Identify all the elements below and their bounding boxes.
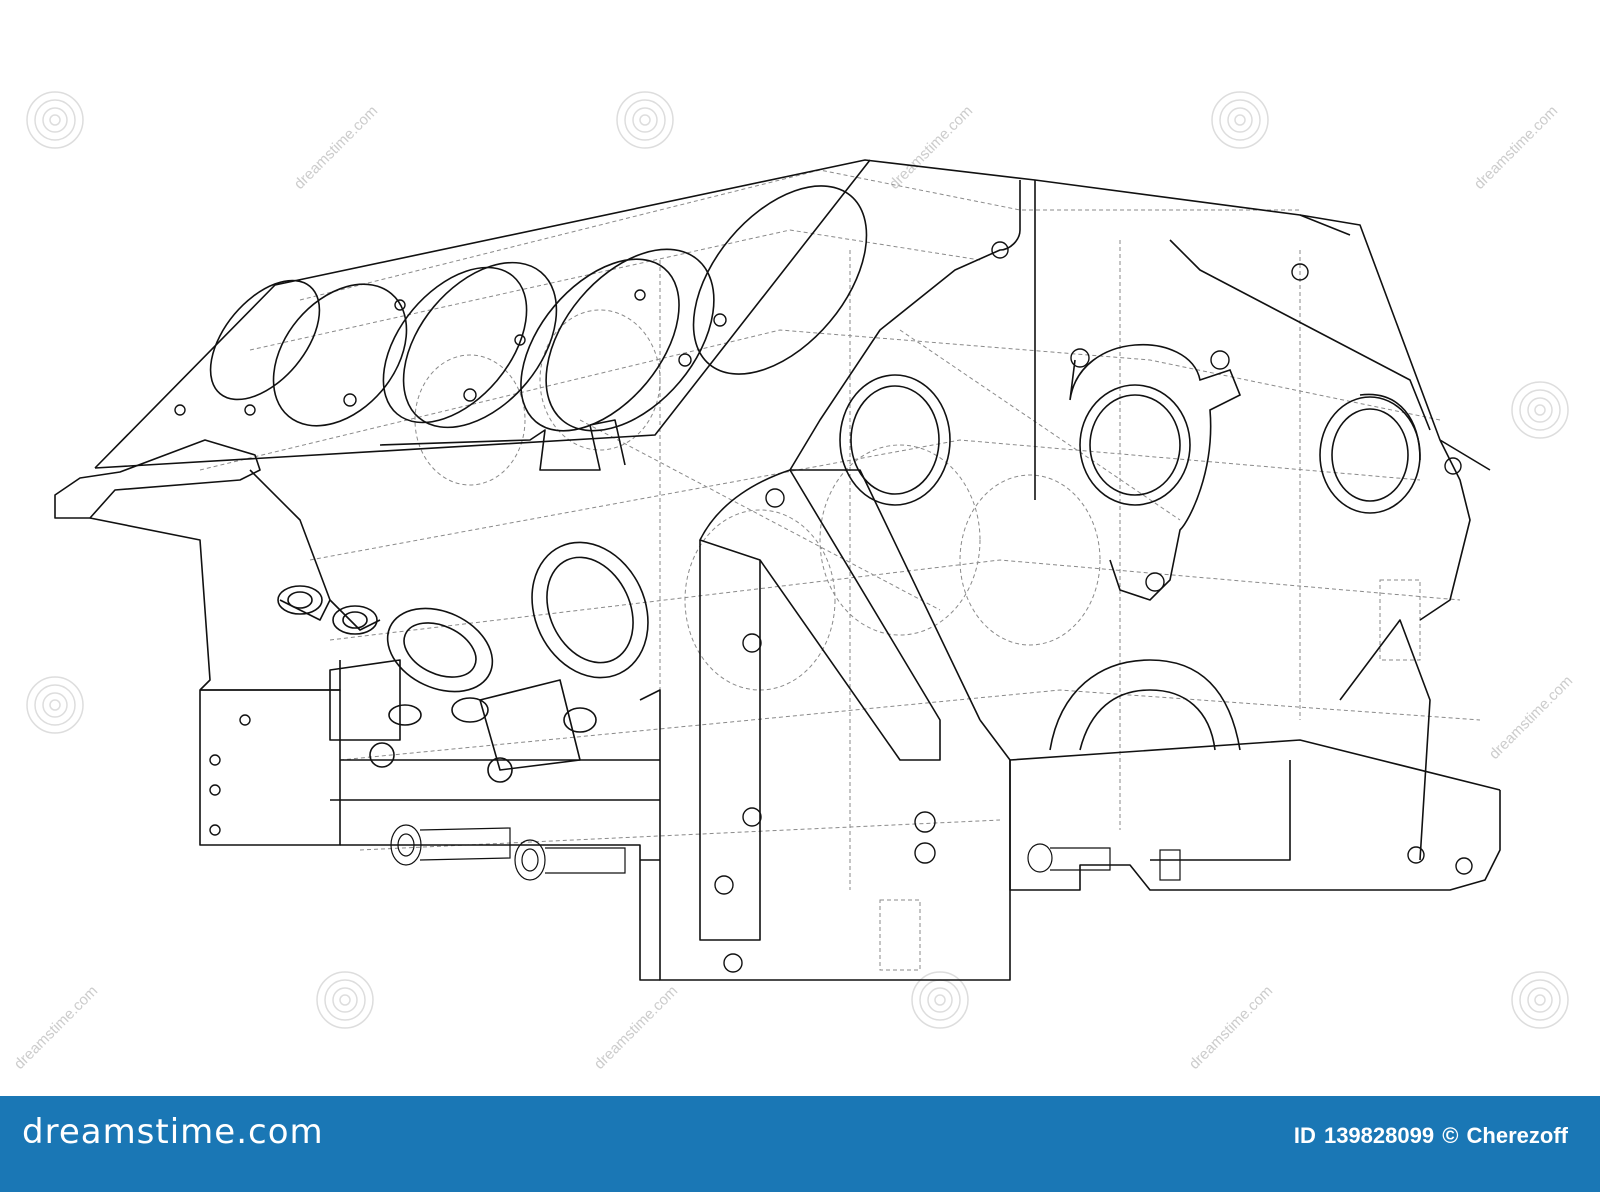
svg-text:dreamstime.com: dreamstime.com — [886, 102, 976, 192]
svg-text:dreamstime.com: dreamstime.com — [11, 982, 101, 1072]
svg-text:dreamstime.com: dreamstime.com — [591, 982, 681, 1072]
footer-bar: dreamstime.com ID 139828099 © Cherezoff — [0, 1096, 1600, 1192]
hidden-lines — [199, 169, 1481, 971]
svg-text:dreamstime.com: dreamstime.com — [1486, 672, 1576, 762]
id-label: ID — [1293, 1123, 1316, 1148]
illustration-area: dreamstime.com dreamstime.com dreamstime… — [10, 91, 1577, 1073]
bolts — [390, 824, 1181, 881]
image-id: 139828099 — [1323, 1123, 1435, 1148]
svg-text:dreamstime.com: dreamstime.com — [1471, 102, 1561, 192]
cylinder-bores — [209, 185, 868, 432]
author-name[interactable]: Cherezoff — [1466, 1123, 1568, 1148]
watermark-spirals — [26, 91, 1569, 1029]
image-credit: ID 139828099 © Cherezoff — [1294, 1123, 1570, 1149]
side-bores — [839, 343, 1421, 601]
lower-ports — [277, 541, 649, 783]
svg-text:dreamstime.com: dreamstime.com — [1186, 982, 1276, 1072]
engine-block-drawing: dreamstime.com dreamstime.com dreamstime… — [11, 91, 1576, 1073]
svg-text:dreamstime.com: dreamstime.com — [291, 102, 381, 192]
watermark-texts: dreamstime.com dreamstime.com dreamstime… — [11, 102, 1576, 1072]
copyright-symbol: © — [1442, 1123, 1459, 1148]
bolt-holes — [174, 241, 1473, 973]
brand-logo[interactable]: dreamstime.com — [22, 1112, 324, 1152]
block-outline — [54, 159, 1501, 981]
